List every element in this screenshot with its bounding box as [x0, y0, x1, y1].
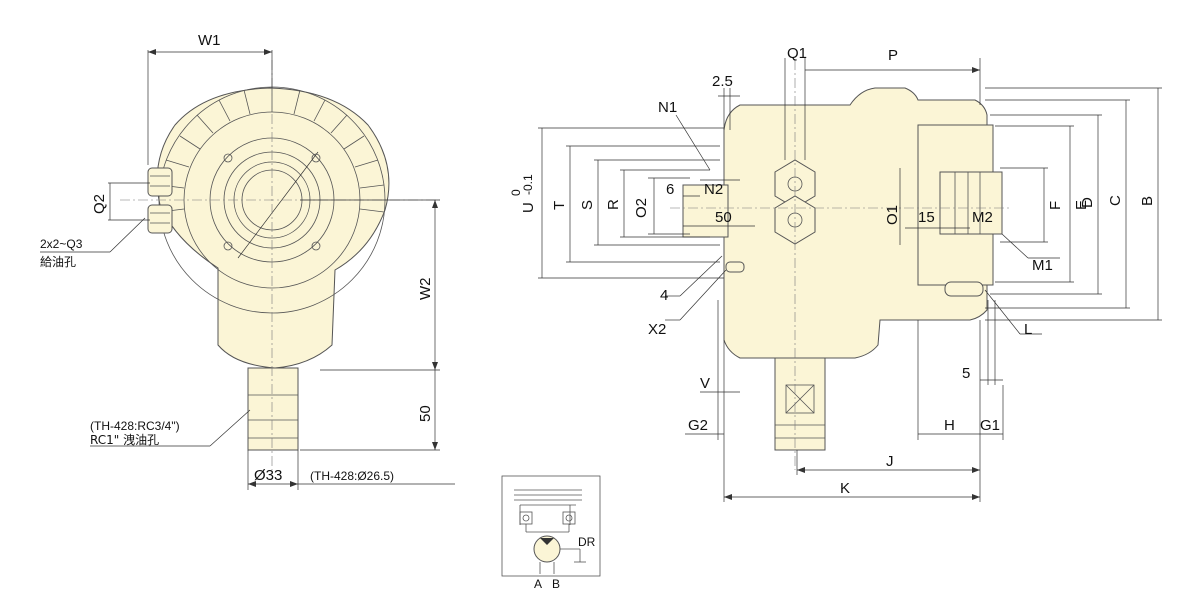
g2-label: G2: [688, 417, 708, 434]
v-label: V: [700, 375, 710, 392]
front-dim-50: 50: [417, 405, 434, 422]
th428-dia-label: (TH-428:Ø26.5): [310, 469, 394, 483]
side-drain-spigot: [774, 357, 826, 451]
q2-label: Q2: [91, 194, 108, 214]
side-dim-50-label: 50: [715, 209, 732, 226]
m2-connector: [939, 171, 1003, 235]
s-label: S: [579, 200, 596, 210]
n2-label: N2: [704, 181, 723, 198]
g1-label: G1: [980, 417, 1000, 434]
n1-label: N1: [658, 99, 677, 116]
r-label: R: [605, 199, 622, 210]
c-label: C: [1107, 195, 1124, 206]
schematic-frame: [501, 475, 601, 577]
m1-label: M1: [1032, 257, 1053, 274]
u-label: U: [520, 202, 537, 213]
dim-6-label: 6: [666, 181, 674, 198]
hydraulic-schematic: A B DR: [501, 475, 601, 591]
oil-fill-ports: [147, 167, 173, 234]
hub-diameter-arrow: [237, 151, 319, 259]
check-valve-left: [519, 511, 533, 525]
u-lower-tol-label: -0.1: [521, 174, 535, 195]
o1-label: O1: [884, 205, 901, 225]
schematic-dr-label: DR: [578, 535, 596, 549]
w2-label: W2: [417, 278, 434, 301]
dia-33-label: Ø33: [254, 467, 282, 484]
drain-th428-label: (TH-428:RC3/4"): [90, 419, 180, 433]
o2-label: O2: [633, 198, 650, 218]
schematic-b-label: B: [552, 577, 560, 591]
dim-2-5-label: 2.5: [712, 73, 733, 90]
l-label: L: [1024, 321, 1032, 338]
dim-5-label: 5: [962, 365, 970, 382]
h-label: H: [944, 417, 955, 434]
x2-pin: [725, 261, 745, 273]
t-label: T: [551, 201, 568, 210]
q1-label: Q1: [787, 45, 807, 62]
l-pin: [944, 281, 984, 297]
k-label: K: [840, 480, 850, 497]
j-label: J: [886, 453, 894, 470]
front-housing: [156, 87, 390, 369]
w1-label: W1: [198, 32, 221, 49]
schematic-a-label: A: [534, 577, 542, 591]
m2-label: M2: [972, 209, 993, 226]
x2-label: X2: [648, 321, 666, 338]
drain-label: RC1" 洩油孔: [90, 433, 159, 447]
cooling-fins: [159, 87, 385, 213]
e-label: E: [1073, 200, 1090, 210]
f-label: F: [1047, 201, 1064, 210]
check-valve-right: [562, 511, 576, 525]
side-view: Q1 P 2.5 N1 U 0 -0.1 T S R O2 6: [509, 45, 1162, 502]
p-label: P: [888, 47, 898, 64]
front-view: W1 Q2 W2 50 Ø33 (TH-428:Ø26.5) 2x2~Q3 給油…: [40, 32, 455, 490]
oil-hole-label: 給油孔: [40, 255, 76, 269]
d-label: D: [1079, 197, 1096, 208]
bolt-holes: [223, 153, 321, 251]
oil-hole-count-label: 2x2~Q3: [40, 237, 83, 251]
drain-spigot: [247, 367, 299, 451]
label-4: 4: [660, 287, 668, 304]
shaft-key-block: [682, 184, 729, 238]
dim-15-label: 15: [918, 209, 935, 226]
b-label: B: [1139, 196, 1156, 206]
u-upper-tol-label: 0: [509, 189, 523, 196]
